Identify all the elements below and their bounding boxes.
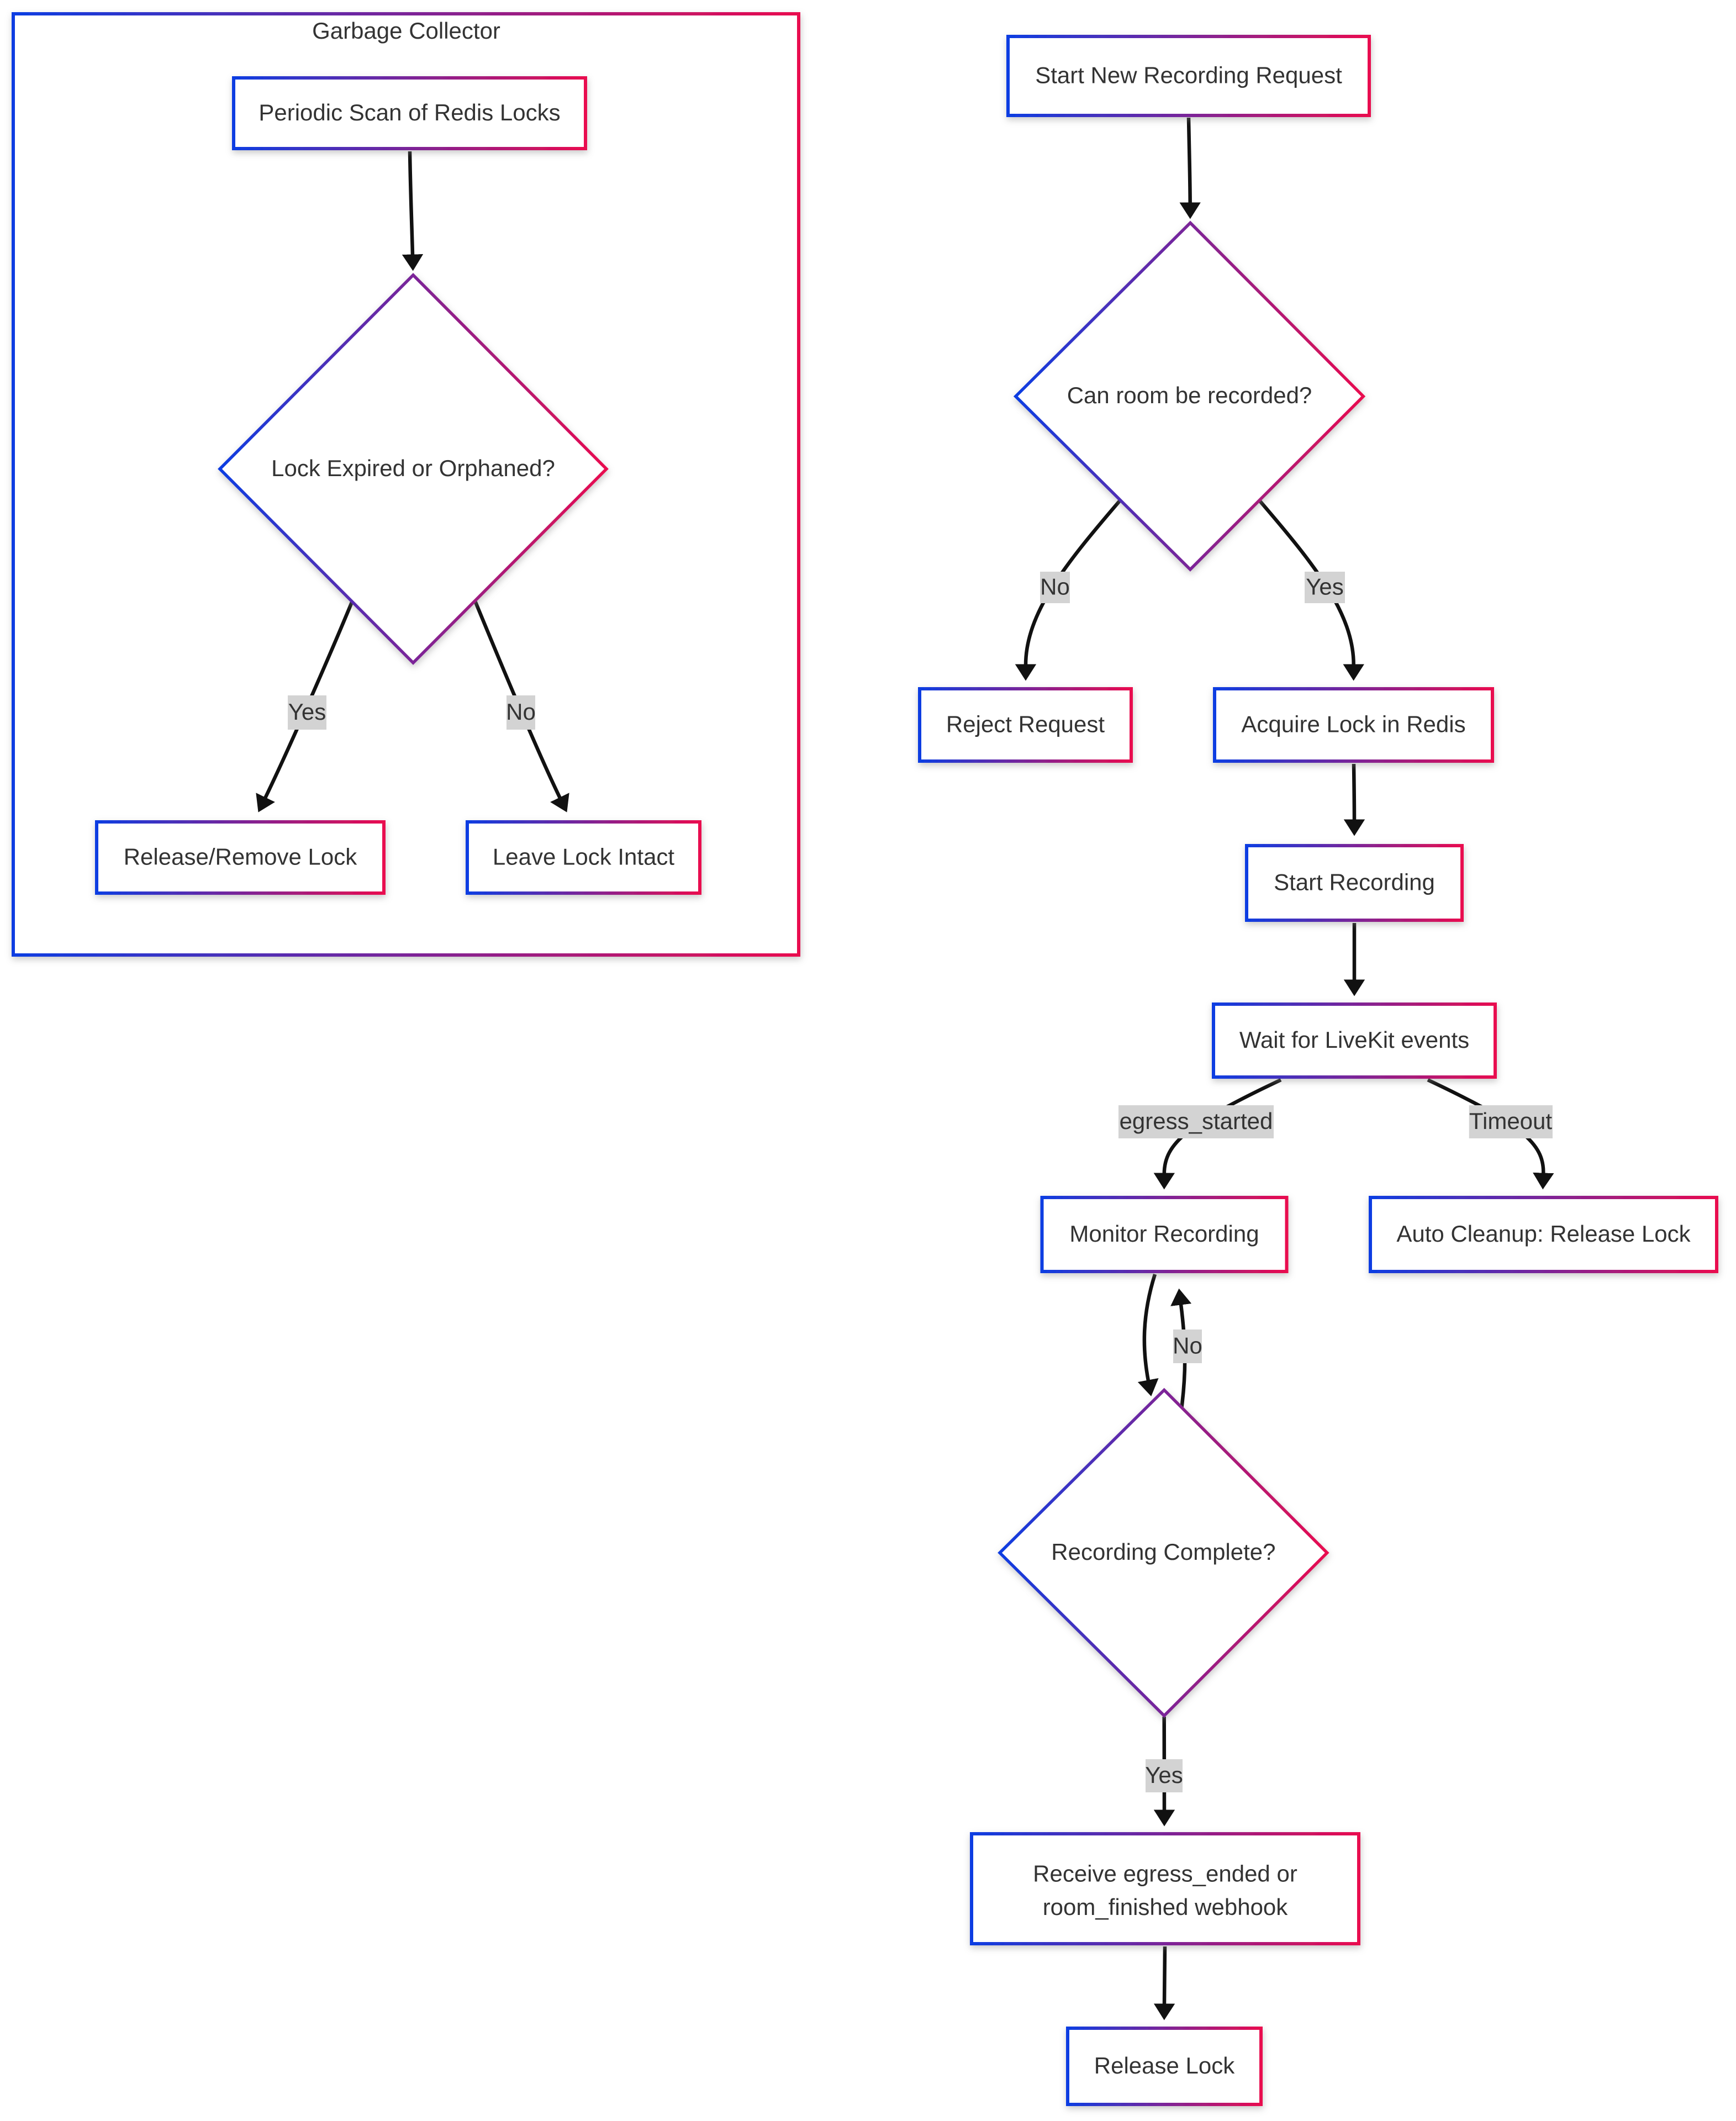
svg-text:No: No bbox=[1040, 574, 1070, 600]
svg-text:Monitor Recording: Monitor Recording bbox=[1069, 1221, 1259, 1247]
svg-text:room_finished webhook: room_finished webhook bbox=[1043, 1894, 1289, 1920]
svg-text:Periodic Scan of Redis Locks: Periodic Scan of Redis Locks bbox=[258, 99, 560, 125]
svg-text:Acquire Lock in Redis: Acquire Lock in Redis bbox=[1241, 711, 1465, 737]
svg-text:Yes: Yes bbox=[1145, 1762, 1183, 1788]
svg-text:Garbage Collector: Garbage Collector bbox=[312, 18, 500, 44]
svg-text:egress_started: egress_started bbox=[1120, 1108, 1273, 1134]
svg-text:Reject Request: Reject Request bbox=[946, 711, 1105, 737]
svg-text:Auto Cleanup: Release Lock: Auto Cleanup: Release Lock bbox=[1396, 1221, 1691, 1247]
svg-text:Yes: Yes bbox=[288, 699, 326, 725]
svg-text:Start Recording: Start Recording bbox=[1274, 869, 1435, 895]
svg-text:Lock Expired or Orphaned?: Lock Expired or Orphaned? bbox=[271, 455, 555, 481]
svg-text:Start New Recording Request: Start New Recording Request bbox=[1035, 62, 1342, 88]
svg-text:Release Lock: Release Lock bbox=[1094, 2053, 1235, 2078]
svg-text:Timeout: Timeout bbox=[1469, 1108, 1552, 1134]
svg-text:Can room be recorded?: Can room be recorded? bbox=[1067, 382, 1312, 408]
svg-text:Release/Remove Lock: Release/Remove Lock bbox=[124, 844, 358, 870]
svg-text:No: No bbox=[1173, 1333, 1202, 1359]
svg-text:Wait for LiveKit events: Wait for LiveKit events bbox=[1239, 1027, 1469, 1053]
svg-text:Recording Complete?: Recording Complete? bbox=[1051, 1539, 1275, 1565]
svg-text:Yes: Yes bbox=[1306, 574, 1344, 600]
svg-text:Receive egress_ended or: Receive egress_ended or bbox=[1033, 1861, 1297, 1887]
svg-text:Leave Lock Intact: Leave Lock Intact bbox=[493, 844, 675, 870]
svg-text:No: No bbox=[506, 699, 536, 725]
